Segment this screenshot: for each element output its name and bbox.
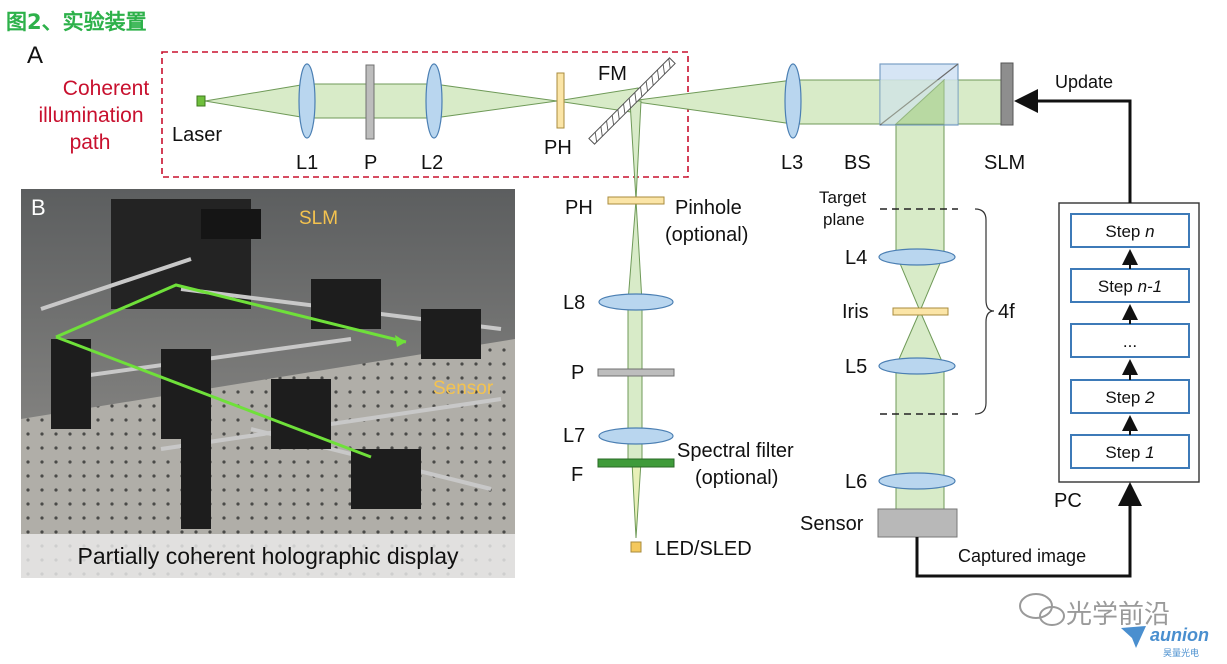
watermark-text: 光学前沿: [1066, 600, 1171, 630]
wechat-icon: [1019, 593, 1065, 626]
beam-l8-ph: [627, 199, 643, 303]
label-l1: L1: [296, 152, 318, 174]
watermark-brand-sub: 昊量光电: [1163, 649, 1200, 659]
beam-bs-l4: [895, 123, 945, 255]
pc-step-2: Step 2: [1105, 388, 1155, 407]
beam-laser-l1: [204, 83, 308, 119]
label-4f: 4f: [998, 301, 1015, 323]
pc-step-boxes: [1070, 213, 1190, 469]
label-laser: Laser: [172, 124, 222, 146]
label-l2: L2: [421, 152, 443, 174]
spectral-filter: [597, 458, 675, 468]
label-f: F: [571, 464, 583, 486]
label-sensor: Sensor: [800, 513, 864, 535]
figure-title: 图2、实验装置: [6, 10, 147, 34]
label-p-top: P: [364, 152, 377, 174]
bs-diagonal: [879, 63, 959, 126]
pinhole-mid: [607, 196, 665, 205]
label-spectral-line2: (optional): [695, 467, 778, 489]
photo-beam-lower: [55, 335, 372, 459]
polarizer-mid: [597, 368, 675, 377]
label-bs: BS: [844, 152, 871, 174]
beam-l2-ph: [433, 83, 558, 119]
label-ph-mid: PH: [565, 197, 593, 219]
label-pinhole-line2: (optional): [665, 224, 748, 246]
panel-a-label: A: [27, 42, 44, 69]
label-l3: L3: [781, 152, 803, 174]
label-l4: L4: [845, 247, 867, 269]
photo-caption: Partially coherent holographic display: [21, 534, 515, 578]
captured-image-arrow: [915, 482, 1142, 578]
lens-l6: [878, 472, 956, 490]
photo-beam-upper: [55, 283, 407, 344]
lens-l3: [784, 63, 802, 139]
label-fm: FM: [598, 63, 627, 85]
label-spectral-line1: Spectral filter: [677, 440, 794, 462]
label-l8: L8: [563, 292, 585, 314]
label-target-line1: Target: [819, 188, 867, 207]
update-arrow: [1014, 89, 1132, 203]
pc-step-1: Step 1: [1105, 443, 1154, 462]
setup-photo: B SLM Sensor Partially coherent holograp…: [21, 189, 515, 578]
polarizer-top: [365, 64, 375, 140]
beam-fm-l3: [629, 79, 794, 125]
label-l6: L6: [845, 471, 867, 493]
lens-l4: [878, 248, 956, 266]
coherent-label-line3: path: [70, 131, 111, 154]
lens-l2: [425, 63, 443, 139]
pc-step-ellipsis: ...: [1123, 332, 1137, 351]
photo-illustration: [21, 189, 515, 578]
photo-sensor-label: Sensor: [433, 378, 494, 399]
bs-reflected-beam: [894, 78, 945, 125]
label-pc: PC: [1054, 490, 1082, 512]
laser-source: [196, 95, 206, 107]
panel-b-label: B: [31, 195, 46, 220]
lens-l1: [298, 63, 316, 139]
label-target-line2: plane: [823, 210, 865, 229]
pc-step-n: Step n: [1105, 222, 1154, 241]
four-f-bracket: [974, 208, 995, 415]
lens-l8: [598, 293, 674, 311]
label-p-mid: P: [571, 362, 584, 384]
slm-device: [1000, 62, 1014, 126]
label-ph-top: PH: [544, 137, 572, 159]
label-led: LED/SLED: [655, 538, 752, 560]
coherent-path-box: [161, 51, 689, 178]
led-source: [630, 541, 642, 553]
flip-mirror: [588, 57, 676, 145]
coherent-label-line1: Coherent: [63, 77, 150, 100]
sensor-device: [877, 508, 958, 538]
lens-l7: [598, 427, 674, 445]
lens-l5: [878, 357, 956, 375]
aunion-logo-icon: [1121, 626, 1146, 648]
label-pinhole-line1: Pinhole: [675, 197, 742, 219]
label-slm: SLM: [984, 152, 1025, 174]
label-l7: L7: [563, 425, 585, 447]
label-captured: Captured image: [958, 546, 1086, 566]
beam-ph-fm-vertical: [629, 100, 642, 201]
label-l5: L5: [845, 356, 867, 378]
watermark-brand: aunion: [1150, 625, 1209, 645]
beam-led-f: [631, 461, 642, 539]
label-update: Update: [1055, 72, 1113, 92]
pinhole-top: [556, 72, 565, 129]
photo-slm-label: SLM: [299, 208, 339, 229]
coherent-label-line2: illumination: [38, 104, 143, 127]
pc-step-n-1: Step n-1: [1098, 277, 1162, 296]
iris-aperture: [892, 307, 949, 316]
label-iris: Iris: [842, 301, 869, 323]
